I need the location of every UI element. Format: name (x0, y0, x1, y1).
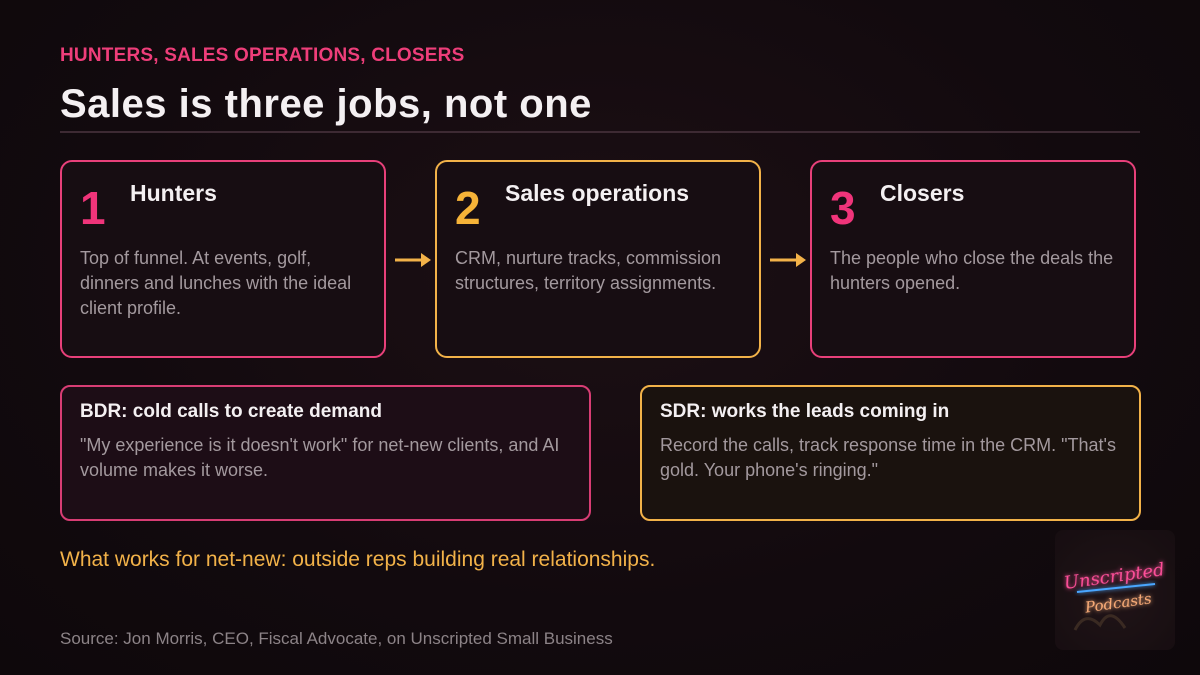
title-divider (60, 131, 1140, 133)
step-title: Closers (880, 180, 965, 206)
step-card-sales-operations: 2 Sales operations CRM, nurture tracks, … (435, 160, 761, 358)
arrow-right-icon (395, 253, 431, 267)
role-description: "My experience is it doesn't work" for n… (80, 435, 560, 480)
eyebrow-label: HUNTERS, SALES OPERATIONS, CLOSERS (60, 45, 465, 66)
page-title: Sales is three jobs, not one (60, 82, 592, 126)
arrow-right-icon (770, 253, 806, 267)
takeaway-text: What works for net-new: outside reps bui… (60, 548, 656, 571)
step-title: Sales operations (505, 180, 690, 206)
step-card-closers: 3 Closers The people who close the deals… (810, 160, 1136, 358)
step-number: 3 (830, 182, 856, 234)
neon-sign-icon: Unscripted Podcasts (1055, 530, 1175, 650)
step-title: Hunters (130, 180, 217, 206)
role-title: SDR: works the leads coming in (660, 401, 950, 422)
role-description: Record the calls, track response time in… (660, 435, 1116, 480)
step-card-hunters: 1 Hunters Top of funnel. At events, golf… (60, 160, 386, 358)
role-card-sdr: SDR: works the leads coming in Record th… (640, 385, 1141, 521)
role-card-bdr: BDR: cold calls to create demand "My exp… (60, 385, 591, 521)
source-citation: Source: Jon Morris, CEO, Fiscal Advocate… (60, 629, 613, 648)
role-title: BDR: cold calls to create demand (80, 401, 382, 422)
step-description: CRM, nurture tracks, commission structur… (455, 248, 722, 293)
step-number: 2 (455, 182, 481, 234)
podcast-logo: Unscripted Podcasts (1055, 530, 1175, 650)
step-description: Top of funnel. At events, golf, dinners … (80, 248, 352, 318)
step-number: 1 (80, 182, 106, 234)
step-description: The people who close the deals the hunte… (830, 248, 1114, 293)
